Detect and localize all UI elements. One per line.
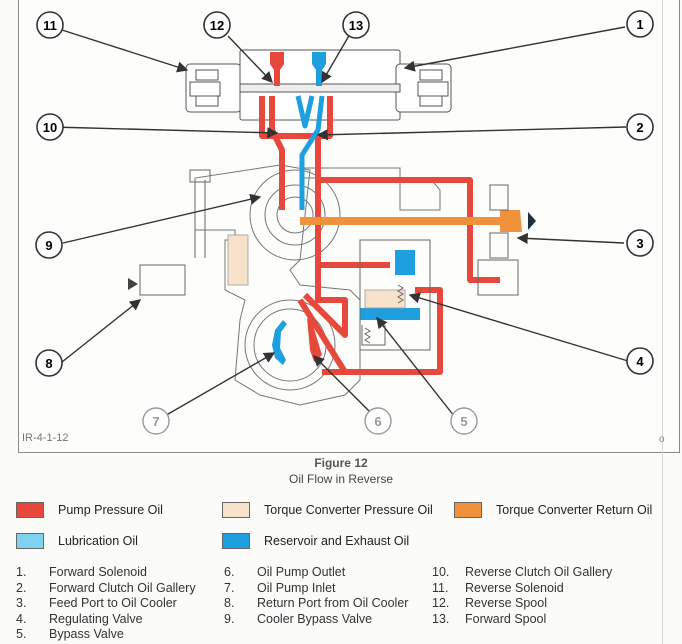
svg-text:3: 3 (636, 236, 643, 251)
figure-subtitle: Oil Flow in Reverse (288, 472, 394, 486)
callout-11: 11 (36, 11, 64, 39)
corner-mark: o (659, 434, 665, 445)
part-item: 13.Forward Spool (432, 611, 547, 626)
reservoir-exhaust-lines (295, 95, 325, 210)
part-item: 9.Cooler Bypass Valve (224, 611, 373, 626)
part-item: 5.Bypass Valve (16, 627, 124, 642)
figure-id: IR-4-1-12 (22, 432, 69, 444)
svg-text:8: 8 (45, 356, 52, 371)
svg-text:11: 11 (43, 18, 57, 33)
swatch-pump-pressure (16, 502, 44, 518)
legend-label: Torque Converter Return Oil (496, 503, 653, 517)
part-item: 2.Forward Clutch Oil Gallery (16, 580, 196, 595)
svg-text:5: 5 (460, 414, 467, 429)
swatch-tc-pressure (222, 502, 250, 518)
part-item: 4.Regulating Valve (16, 611, 143, 626)
callout-13: 13 (342, 11, 370, 39)
legend-tc-return: Torque Converter Return Oil (454, 502, 652, 518)
svg-text:4: 4 (636, 354, 644, 369)
pump-pressure-lines (259, 96, 500, 375)
part-item: 6.Oil Pump Outlet (224, 565, 346, 579)
swatch-reservoir-exhaust (222, 533, 250, 549)
part-item: 7.Oil Pump Inlet (224, 580, 336, 595)
reservoir-exhaust-fill (272, 52, 420, 365)
legend-pump-pressure: Pump Pressure Oil (16, 502, 163, 518)
part-item: 8.Return Port from Oil Cooler (224, 596, 409, 611)
svg-text:2: 2 (636, 120, 643, 135)
valve-bodies (128, 169, 519, 351)
part-item: 10.Reverse Clutch Oil Gallery (432, 565, 613, 579)
legend-tc-pressure: Torque Converter Pressure Oil (222, 502, 433, 518)
legend-label: Reservoir and Exhaust Oil (264, 534, 410, 548)
leader-lines (51, 26, 629, 422)
parts-list-col-1: 1.Forward Solenoid 2.Forward Clutch Oil … (16, 565, 196, 643)
figure-title: Figure 12 (314, 456, 368, 470)
svg-text:12: 12 (210, 18, 224, 33)
callout-8: 8 (35, 349, 63, 377)
pump-pressure-fill (270, 52, 322, 362)
svg-text:13: 13 (349, 18, 363, 33)
svg-text:9: 9 (45, 238, 52, 253)
part-item: 12.Reverse Spool (432, 596, 547, 611)
legend-label: Torque Converter Pressure Oil (264, 503, 433, 517)
callout-6: 6 (364, 407, 392, 435)
svg-text:1: 1 (636, 17, 643, 32)
callout-5: 5 (450, 407, 478, 435)
callout-4: 4 (626, 347, 654, 375)
hydraulic-diagram: 1 2 3 4 5 6 7 8 9 10 11 12 (35, 10, 654, 435)
legend-label: Pump Pressure Oil (58, 503, 163, 517)
svg-text:7: 7 (152, 414, 159, 429)
legend-lubrication: Lubrication Oil (16, 533, 138, 549)
page-rule (662, 0, 663, 644)
parts-list-col-2: 6.Oil Pump Outlet 7.Oil Pump Inlet 8.Ret… (224, 565, 408, 627)
swatch-lubrication (16, 533, 44, 549)
part-item: 1.Forward Solenoid (16, 565, 147, 579)
tc-pressure-area (227, 234, 406, 309)
callout-10: 10 (36, 113, 64, 141)
swatch-tc-return (454, 502, 482, 518)
callout-12: 12 (203, 11, 231, 39)
tc-return-lines (300, 210, 536, 232)
callout-7: 7 (142, 407, 170, 435)
svg-text:10: 10 (43, 120, 57, 135)
parts-list-col-3: 10.Reverse Clutch Oil Gallery 11.Reverse… (432, 565, 612, 627)
legend-label: Lubrication Oil (58, 534, 138, 548)
callout-1: 1 (626, 10, 654, 38)
part-item: 11.Reverse Solenoid (432, 580, 564, 595)
callout-3: 3 (626, 229, 654, 257)
legend-reservoir-exhaust: Reservoir and Exhaust Oil (222, 533, 409, 549)
part-item: 3.Feed Port to Oil Cooler (16, 596, 177, 611)
callout-2: 2 (626, 113, 654, 141)
callout-9: 9 (35, 231, 63, 259)
svg-text:6: 6 (374, 414, 381, 429)
